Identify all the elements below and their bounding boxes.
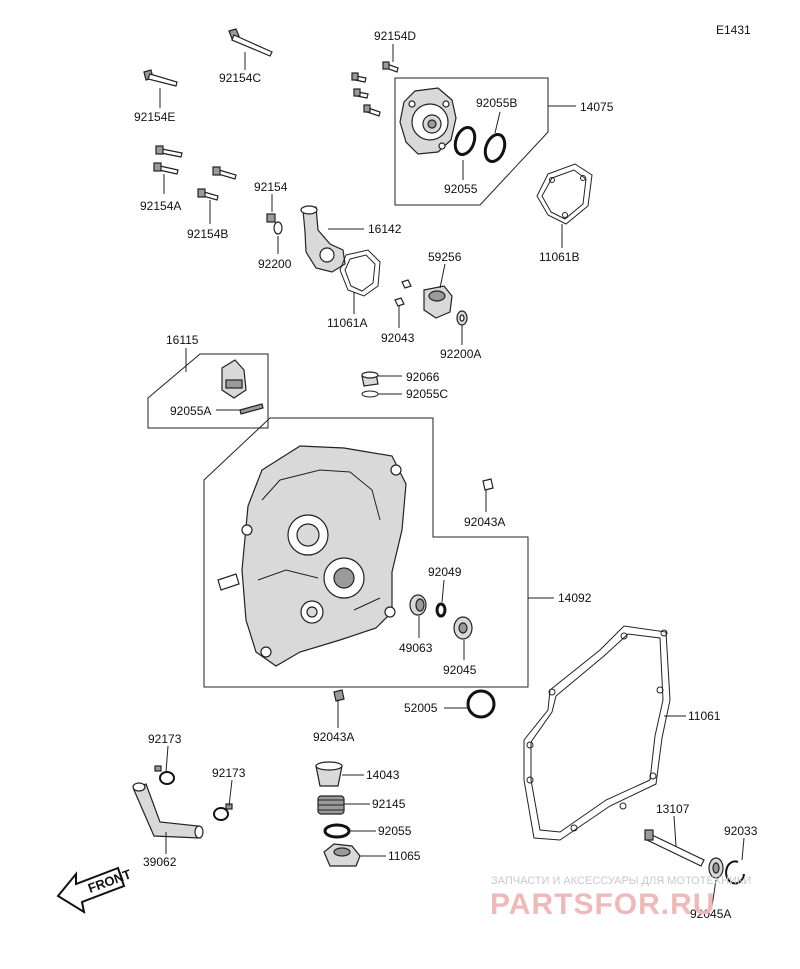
label-92154B: 92154B xyxy=(187,227,228,241)
label-92033: 92033 xyxy=(724,824,758,838)
pump-cover-14075 xyxy=(399,87,457,155)
shaft-13107 xyxy=(644,829,705,867)
label-92173-right: 92173 xyxy=(212,766,246,780)
label-92043: 92043 xyxy=(381,331,415,345)
label-92200A: 92200A xyxy=(440,347,481,361)
gasket-11061A xyxy=(339,249,381,297)
frame-14075 xyxy=(394,77,549,206)
spring-92145 xyxy=(317,795,345,815)
label-92055B: 92055B xyxy=(476,96,517,110)
crankcase-cover-14092 xyxy=(241,445,407,667)
pump-body-16142 xyxy=(300,205,346,273)
seal-92045A xyxy=(708,857,724,879)
clamp-92173-right xyxy=(213,803,233,821)
frame-16115 xyxy=(147,353,269,429)
label-14092: 14092 xyxy=(558,591,592,605)
label-11061A: 11061A xyxy=(327,316,367,330)
clamp-92173-left xyxy=(154,765,175,785)
pipe-39062 xyxy=(132,782,204,839)
label-92045A: 92045A xyxy=(690,907,731,921)
label-92145: 92145 xyxy=(372,797,406,811)
front-arrow-icon: FRONT xyxy=(56,866,133,915)
pin-92043-upper xyxy=(394,279,412,307)
label-92154: 92154 xyxy=(254,180,288,194)
dowel-left xyxy=(217,573,240,591)
label-92200: 92200 xyxy=(258,257,292,271)
pin-92043A-upper xyxy=(482,478,494,491)
bolt-92154D xyxy=(351,61,399,117)
label-11065: 11065 xyxy=(388,849,421,863)
gasket-11061B xyxy=(536,163,593,225)
label-92154A: 92154A xyxy=(140,199,181,213)
label-14075: 14075 xyxy=(580,100,614,114)
oring-92055-upper xyxy=(453,125,477,157)
label-92154E: 92154E xyxy=(134,110,175,124)
label-92154C: 92154C xyxy=(219,71,261,85)
circlip-92049 xyxy=(435,602,447,618)
gasket-11061 xyxy=(523,625,671,841)
bolt-92154 xyxy=(266,213,283,235)
watermark-caption: ЗАПЧАСТИ И АКСЕССУАРЫ ДЛЯ МОТОТЕХНИКИ xyxy=(491,875,751,887)
label-92055A: 92055A xyxy=(170,404,211,418)
label-13107: 13107 xyxy=(656,802,690,816)
label-92066: 92066 xyxy=(406,370,440,384)
label-49063: 49063 xyxy=(399,641,433,655)
label-92055-lower: 92055 xyxy=(378,824,412,838)
diagram-code: E1431 xyxy=(716,23,751,37)
circlip-92033 xyxy=(725,860,745,885)
frame-14092 xyxy=(203,417,529,688)
bolt-92154A xyxy=(153,145,183,175)
washer-92200A xyxy=(456,310,468,326)
label-14043: 14043 xyxy=(366,768,400,782)
leader-lines xyxy=(159,44,745,907)
label-92055C: 92055C xyxy=(406,387,448,401)
watermark-brand: PARTSFOR.RU xyxy=(490,888,715,921)
bolt-92154B xyxy=(197,166,237,201)
cap-11065 xyxy=(323,843,361,867)
bolt-92154E xyxy=(143,69,178,87)
pin-92043A-lower xyxy=(333,689,345,702)
bearing-49063 xyxy=(409,594,427,616)
strainer-14043 xyxy=(315,761,343,787)
label-92043A-upper: 92043A xyxy=(464,515,505,529)
label-92043A-lower: 92043A xyxy=(313,730,354,744)
label-16115: 16115 xyxy=(166,333,199,347)
label-92045: 92045 xyxy=(443,663,477,677)
label-59256: 59256 xyxy=(428,250,462,264)
label-11061: 11061 xyxy=(688,709,721,723)
oring-92055C xyxy=(361,390,379,398)
label-92173-left: 92173 xyxy=(148,732,182,746)
label-39062: 39062 xyxy=(143,855,177,869)
oring-92055B xyxy=(483,132,507,164)
sensor-16115 xyxy=(221,359,264,415)
label-16142: 16142 xyxy=(368,222,402,236)
collar-92045 xyxy=(453,616,473,640)
label-92049: 92049 xyxy=(428,565,462,579)
label-11061B: 11061B xyxy=(539,250,579,264)
plug-92066 xyxy=(361,371,379,387)
label-52005: 52005 xyxy=(404,701,438,715)
label-92055-upper: 92055 xyxy=(444,182,478,196)
impeller-59256 xyxy=(423,285,453,319)
oring-92055-lower xyxy=(323,823,351,839)
label-92154D: 92154D xyxy=(374,29,416,43)
bolt-92154C xyxy=(228,28,273,57)
oring-52005 xyxy=(466,689,496,719)
